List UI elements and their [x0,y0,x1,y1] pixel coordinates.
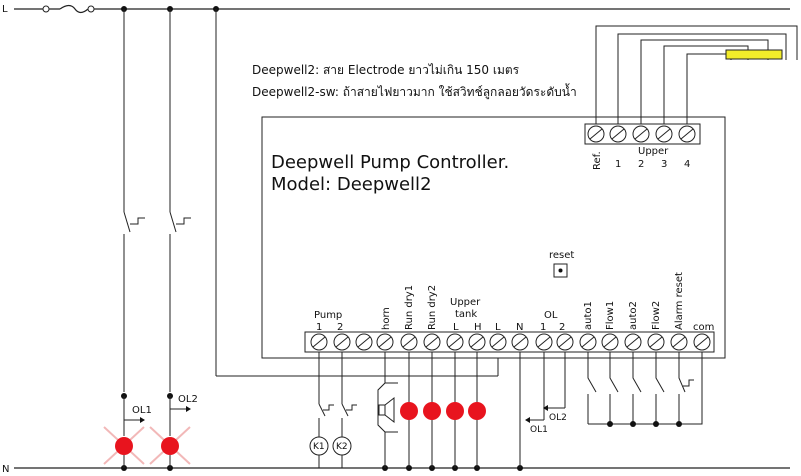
ol-input-wires [525,352,566,423]
upper-tank-label: Upper [450,297,481,308]
electrode-wires [595,25,798,124]
pump-branch-1 [121,9,145,468]
electrode-probe [725,49,783,60]
pump2-output-wire [341,352,357,437]
pump-lamp-2 [149,426,191,465]
bottom-terminal[interactable] [446,333,464,351]
bottom-terminal[interactable] [511,333,529,351]
pump-branch-2 [167,9,191,468]
bottom-terminal[interactable] [601,333,619,351]
upper-number: 3 [661,159,667,170]
bottom-terminal[interactable] [468,333,486,351]
auto1-label: auto1 [583,301,594,330]
upper-number: 4 [684,159,690,170]
reset-label: reset [549,250,574,261]
k1-label: K1 [313,442,325,452]
ol-label: OL [544,310,558,321]
upper-group-label: Upper [638,146,669,157]
bottom-terminal-strip [304,331,715,353]
run-dry2-label: Run dry2 [427,285,438,330]
pump-label: Pump [314,310,342,321]
horn-label: horn [381,307,392,330]
ol1-label: OL1 [132,405,152,416]
com-label: com [693,322,714,333]
upper-terminal[interactable] [609,125,627,143]
pump-1-label: 1 [316,322,322,333]
ol-2-label: 2 [559,322,565,333]
l-label: L [495,322,501,333]
tank-low-lamp [446,352,464,468]
run-dry2-lamp [423,352,441,468]
switch-input-wires [587,352,703,425]
ol2-input-label: OL2 [549,413,567,423]
tank-high-lamp [468,352,486,468]
bottom-terminal[interactable] [647,333,665,351]
bottom-terminal[interactable] [400,333,418,351]
switch-junction-dots [607,421,682,427]
flow1-label: Flow1 [605,301,616,330]
controller-model: Model: Deepwell2 [271,174,432,195]
controller-box [261,116,726,359]
k2-label: K2 [336,442,348,452]
upper-terminal[interactable] [632,125,650,143]
alarm-reset-label: Alarm reset [674,272,685,330]
line-rail [14,4,790,14]
ol-1-label: 1 [540,322,546,333]
ol1-input-label: OL1 [530,425,548,435]
bottom-terminal[interactable] [333,333,351,351]
upper-terminal[interactable] [678,125,696,143]
bottom-terminal[interactable] [376,333,394,351]
neutral-rail-label: N [2,464,9,475]
bottom-terminal[interactable] [579,333,597,351]
controller-title: Deepwell Pump Controller. [271,152,509,173]
bottom-terminal[interactable] [556,333,574,351]
run-dry1-lamp [400,352,418,468]
run-dry1-label: Run dry1 [404,285,415,330]
reset-button[interactable] [553,263,568,278]
note-line-2: Deepwell2-sw: ถ้าสายไฟยาวมาก ใช้สวิทช์ลู… [252,83,577,100]
upper-terminal-block [584,123,701,145]
tank-l-label: L [453,322,459,333]
bottom-terminal[interactable] [310,333,328,351]
auto2-label: auto2 [628,301,639,330]
line-rail-label: L [2,4,8,15]
ol2-label: OL2 [178,394,198,405]
bottom-terminal[interactable] [535,333,553,351]
upper-terminal[interactable] [655,125,673,143]
pump-2-label: 2 [337,322,343,333]
pump-lamp-1 [103,426,145,465]
bottom-terminal[interactable] [423,333,441,351]
horn-speaker-icon [377,352,398,468]
bottom-terminal[interactable] [693,333,711,351]
pump1-output-wire [318,352,334,437]
flow2-label: Flow2 [651,301,662,330]
upper-number: 1 [615,159,621,170]
note-line-1: Deepwell2: สาย Electrode ยาวไม่เกิน 150 … [252,63,520,77]
bottom-terminal[interactable] [355,333,373,351]
upper-terminal[interactable] [587,125,605,143]
bottom-terminal[interactable] [489,333,507,351]
bottom-terminal[interactable] [624,333,642,351]
tank-h-label: H [474,322,482,333]
n-label: N [516,322,523,333]
ref-label: Ref. [592,151,603,170]
tank-label: tank [455,309,477,320]
bottom-terminal[interactable] [670,333,688,351]
upper-number: 2 [638,159,644,170]
